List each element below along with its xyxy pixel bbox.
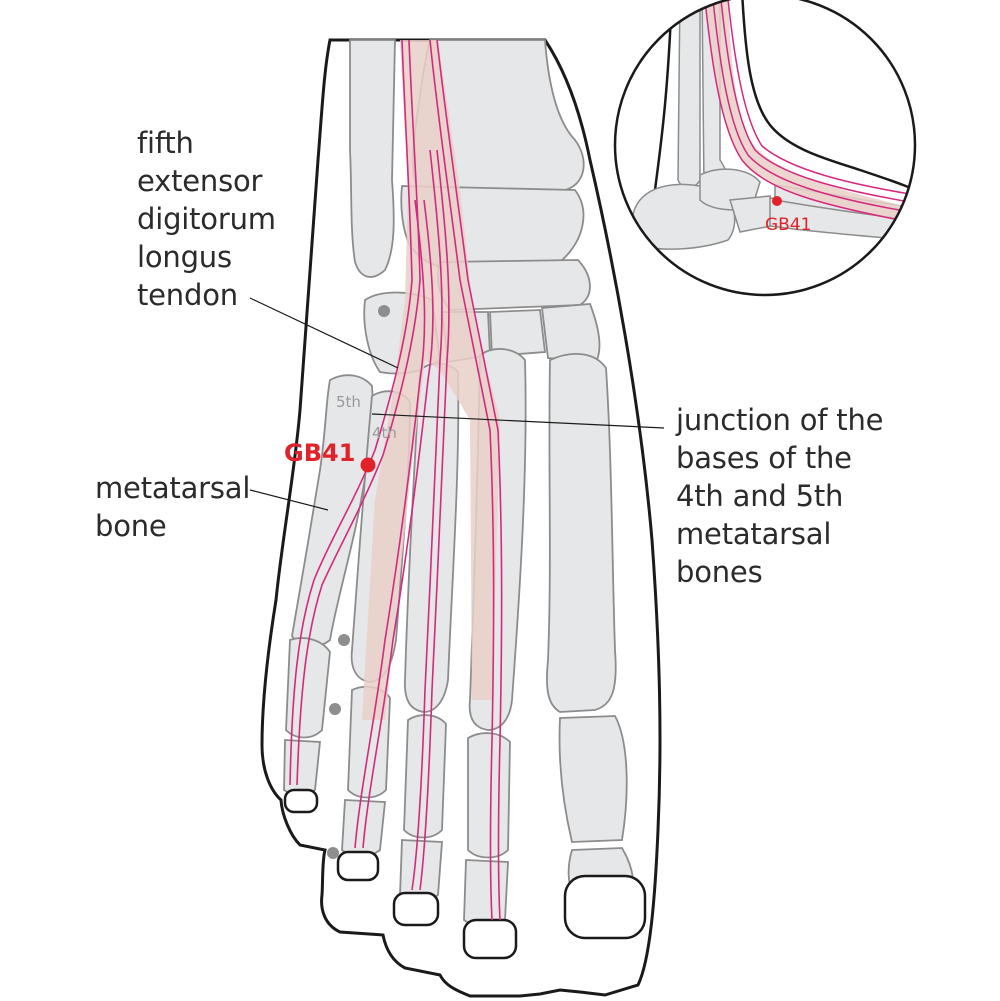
acupoint-label: GB41 [284,439,356,467]
little-toenail [283,788,319,814]
inset-fibula [677,0,701,189]
metatarsal-label-line: metatarsal [95,471,251,505]
junction-label: junction of the bases of the 4th and 5th… [676,401,883,591]
tendon-line-g [429,39,495,921]
junction-label-line: junction of the [676,403,884,437]
junction-label-line: bases of the [676,441,852,475]
fourth-metatarsal-tag: 4th [372,424,397,442]
tendon-sheath-upper [362,40,500,720]
fifth-metatarsal-tag: 5th [336,393,361,411]
toenails [283,788,647,960]
main-foot [249,38,665,998]
tendon-line-c [354,199,426,849]
big-toe-phalanx-proximal [558,715,628,843]
tendon-label-line: longus [137,240,232,274]
inset-tendon-line-d [726,0,911,195]
acupoint-marker-icon [360,457,376,473]
tendon-label-line: fifth [137,126,194,160]
inset-frame [613,0,917,297]
extensor-tendons [289,39,503,921]
tendon-line-d [362,199,434,849]
tendon-label-line: tendon [137,278,238,312]
metatarsal-leader [249,489,329,511]
big-toenail [563,874,647,940]
tendon-label: fifth extensor digitorum longus tendon [137,124,276,314]
tendon-line-e [411,149,443,891]
tendon-leader [249,297,399,369]
inset-tendon-line-c [719,0,911,203]
inset-tendon-line-b [711,0,911,213]
tendon-sheath [362,40,500,720]
second-toe-phalanx-distal [463,859,509,927]
second-toenail [462,918,518,960]
tendon-label-line: extensor [137,164,263,198]
metatarsal-label: metatarsal bone [95,469,250,545]
acupoint-marker-icon [772,196,782,206]
tendon-label-line: digitorum [137,202,276,236]
tendon-line-f [419,149,450,891]
reference-dot-icon [329,703,341,715]
junction-label-line: bones [676,555,763,589]
junction-leader [371,413,665,429]
third-toe-phalanx-proximal [403,714,447,839]
reference-dot-icon [338,634,350,646]
first-metatarsal [546,353,617,713]
fibula-bone [349,39,396,278]
reference-dot-icon [327,847,339,859]
second-toe-phalanx-proximal [467,732,511,859]
junction-label-line: metatarsal [676,517,832,551]
intermediate-cuneiform [489,309,547,357]
tendon-line-h [436,39,503,921]
third-toe-phalanx-distal [399,839,443,902]
leader-lines [249,297,665,511]
little-toe-phalanx-distal [283,739,321,796]
third-toenail [392,891,440,927]
inset-tendon-sheath [703,0,900,220]
reference-dots [327,305,390,859]
junction-label-line: 4th and 5th [676,479,844,513]
reference-dot-icon [378,305,390,317]
fourth-toenail [336,850,380,882]
inset-lateral-view [613,0,917,297]
tendon-line-b [296,39,421,786]
inset-tendon-line-a [703,0,911,223]
tendon-line-a [289,39,413,786]
metatarsal-label-line: bone [95,509,167,543]
inset-acupoint-label: GB41 [765,215,812,235]
